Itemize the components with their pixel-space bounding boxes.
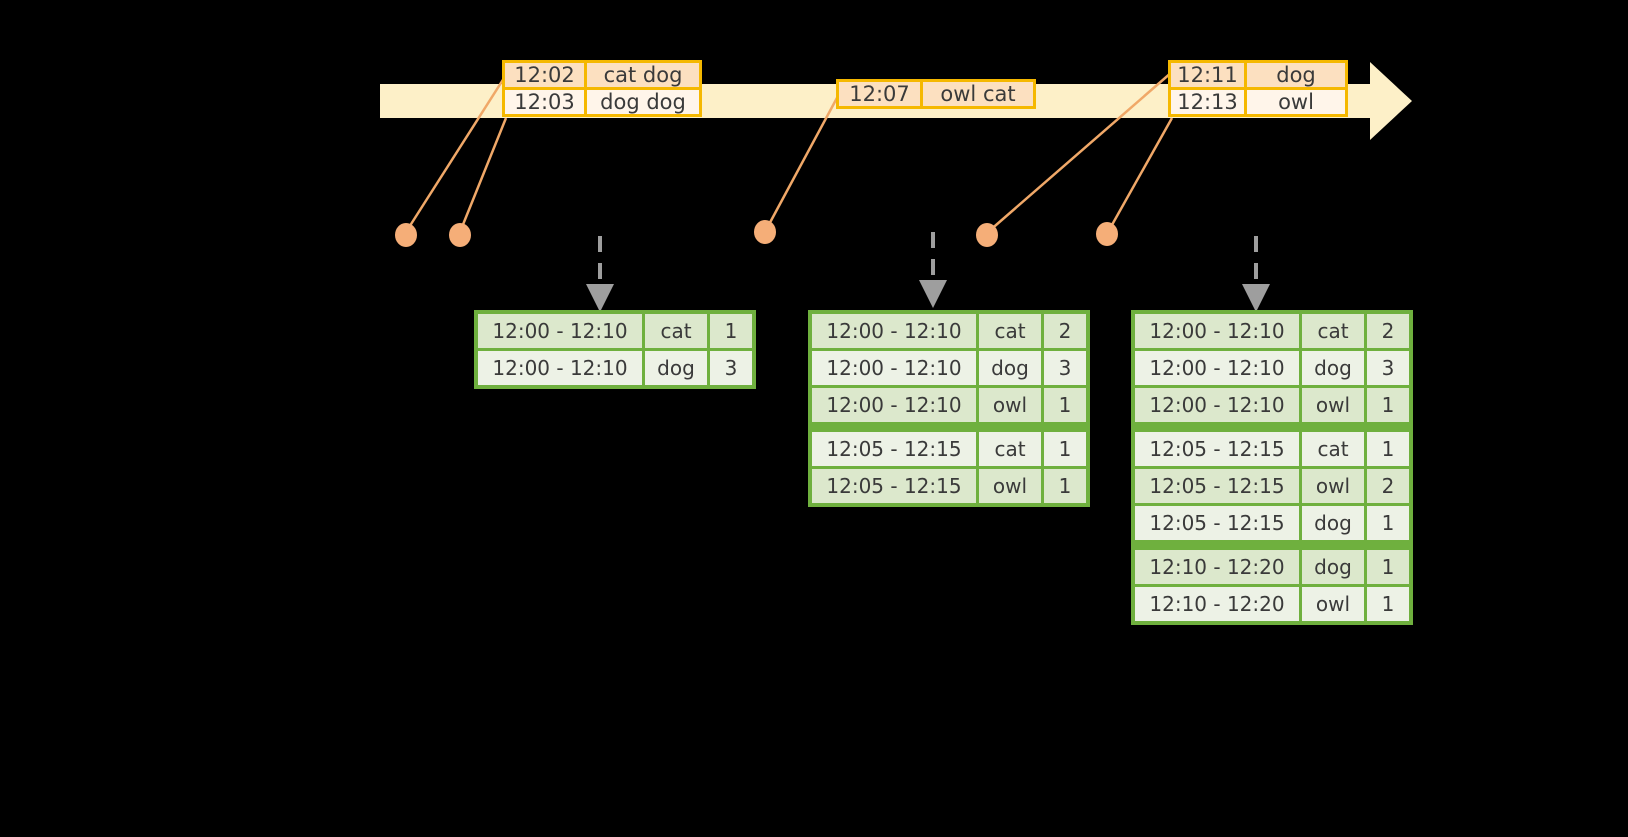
cell-count: 1	[1367, 432, 1409, 466]
connector-dot	[395, 223, 417, 247]
cell-key: dog	[1302, 550, 1364, 584]
event-time: 12:07	[839, 82, 923, 106]
event-time: 12:11	[1171, 63, 1247, 87]
cell-window: 12:10 - 12:20	[1135, 587, 1299, 621]
event-box-3[interactable]: 12:11 dog 12:13 owl	[1168, 60, 1348, 117]
event-words: cat dog	[587, 63, 699, 87]
cell-key: cat	[1302, 432, 1364, 466]
event-row[interactable]: 12:13 owl	[1171, 87, 1345, 114]
event-words: dog dog	[587, 90, 699, 114]
cell-key: owl	[979, 388, 1041, 422]
cell-key: cat	[979, 432, 1041, 466]
connector-dot	[754, 220, 776, 244]
event-row[interactable]: 12:07 owl cat	[839, 82, 1033, 106]
event-box-2[interactable]: 12:07 owl cat	[836, 79, 1036, 109]
connector-dot	[449, 223, 471, 247]
cell-window: 12:00 - 12:10	[812, 314, 976, 348]
cell-window: 12:00 - 12:10	[812, 388, 976, 422]
cell-count: 1	[1367, 550, 1409, 584]
cell-window: 12:05 - 12:15	[812, 469, 976, 503]
cell-key: dog	[1302, 351, 1364, 385]
cell-count: 1	[1367, 506, 1409, 540]
cell-key: owl	[1302, 388, 1364, 422]
window-group-separator	[1135, 425, 1409, 429]
cell-window: 12:00 - 12:10	[1135, 314, 1299, 348]
cell-count: 3	[710, 351, 752, 385]
cell-count: 1	[710, 314, 752, 348]
emit-arrows	[598, 232, 1258, 288]
cell-window: 12:00 - 12:10	[1135, 388, 1299, 422]
cell-key: dog	[1302, 506, 1364, 540]
event-row[interactable]: 12:03 dog dog	[505, 87, 699, 114]
cell-key: cat	[979, 314, 1041, 348]
event-words: owl cat	[923, 82, 1033, 106]
event-time: 12:13	[1171, 90, 1247, 114]
cell-key: cat	[645, 314, 707, 348]
cell-count: 1	[1044, 469, 1086, 503]
cell-window: 12:10 - 12:20	[1135, 550, 1299, 584]
cell-window: 12:00 - 12:10	[812, 351, 976, 385]
cell-window: 12:05 - 12:15	[1135, 432, 1299, 466]
cell-count: 1	[1367, 587, 1409, 621]
cell-key: owl	[979, 469, 1041, 503]
cell-count: 1	[1044, 388, 1086, 422]
cell-key: owl	[1302, 587, 1364, 621]
window-group-separator	[812, 425, 1086, 429]
cell-key: dog	[645, 351, 707, 385]
cell-count: 2	[1044, 314, 1086, 348]
emit-arrowheads	[586, 280, 1270, 312]
cell-count: 3	[1044, 351, 1086, 385]
cell-window: 12:05 - 12:15	[812, 432, 976, 466]
cell-key: dog	[979, 351, 1041, 385]
connector-dot	[976, 223, 998, 247]
event-words: owl	[1247, 90, 1345, 114]
event-time: 12:02	[505, 63, 587, 87]
cell-key: owl	[1302, 469, 1364, 503]
connector-dots	[395, 220, 1118, 247]
cell-count: 1	[1044, 432, 1086, 466]
cell-window: 12:05 - 12:15	[1135, 469, 1299, 503]
cell-window: 12:00 - 12:10	[478, 314, 642, 348]
connector-dot	[1096, 222, 1118, 246]
cell-key: cat	[1302, 314, 1364, 348]
event-row[interactable]: 12:02 cat dog	[505, 63, 699, 87]
cell-count: 1	[1367, 388, 1409, 422]
window-group-separator	[1135, 543, 1409, 547]
event-row[interactable]: 12:11 dog	[1171, 63, 1345, 87]
cell-count: 3	[1367, 351, 1409, 385]
cell-window: 12:00 - 12:10	[1135, 351, 1299, 385]
cell-count: 2	[1367, 314, 1409, 348]
event-words: dog	[1247, 63, 1345, 87]
cell-count: 2	[1367, 469, 1409, 503]
event-box-1[interactable]: 12:02 cat dog 12:03 dog dog	[502, 60, 702, 117]
cell-window: 12:00 - 12:10	[478, 351, 642, 385]
event-time: 12:03	[505, 90, 587, 114]
cell-window: 12:05 - 12:15	[1135, 506, 1299, 540]
